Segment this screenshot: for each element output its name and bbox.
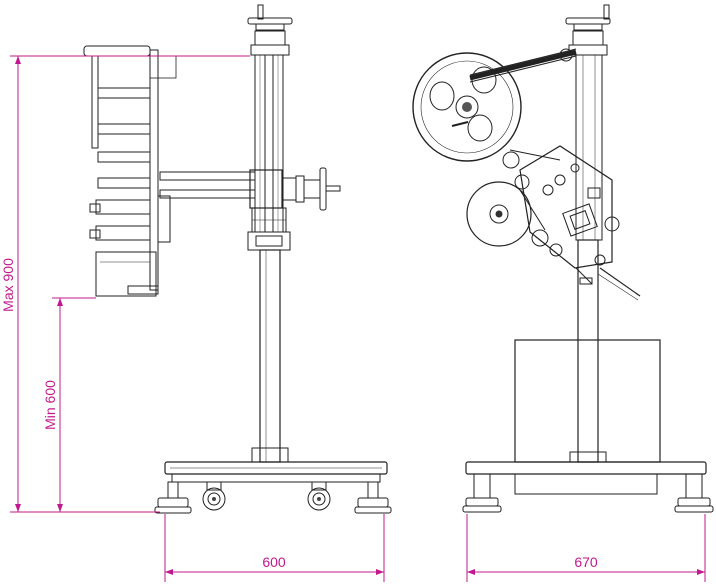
front-unwind-reel xyxy=(412,52,522,162)
front-base-frame xyxy=(465,461,707,495)
side-horizontal-arm xyxy=(159,167,341,211)
label-min-height: Min 600 xyxy=(42,380,58,430)
front-top-handwheel xyxy=(565,4,611,56)
label-max-height: Max 900 xyxy=(0,258,16,312)
front-sensor-block xyxy=(562,203,598,237)
side-guide-rods xyxy=(254,54,284,233)
label-side-width: 600 xyxy=(262,554,286,570)
side-top-handwheel xyxy=(247,4,293,56)
dim-min-height xyxy=(52,297,96,512)
front-main-column xyxy=(569,54,607,463)
side-labeling-head xyxy=(83,45,177,297)
side-leveling-foot-right xyxy=(354,481,392,514)
front-reel-arm xyxy=(469,48,577,83)
label-front-width: 670 xyxy=(574,554,598,570)
front-applicator-head xyxy=(502,145,620,285)
side-base-frame xyxy=(164,461,388,483)
front-control-cabinet xyxy=(514,339,661,463)
side-view xyxy=(83,4,392,514)
dim-side-width xyxy=(164,514,385,582)
side-main-column xyxy=(247,231,291,463)
front-rewind-reel xyxy=(466,181,532,247)
side-caster-wheel-right xyxy=(307,481,331,511)
front-leveling-foot-left xyxy=(462,473,502,513)
side-leveling-foot-left xyxy=(154,481,192,514)
front-view xyxy=(412,4,714,513)
dim-front-width xyxy=(466,514,706,582)
dim-max-height xyxy=(10,55,250,513)
side-caster-wheel-left xyxy=(202,481,226,511)
side-column-collar xyxy=(251,207,287,233)
dimension-lines: Max 900 Min 600 600 670 xyxy=(0,55,706,582)
front-leveling-foot-right xyxy=(674,473,714,513)
